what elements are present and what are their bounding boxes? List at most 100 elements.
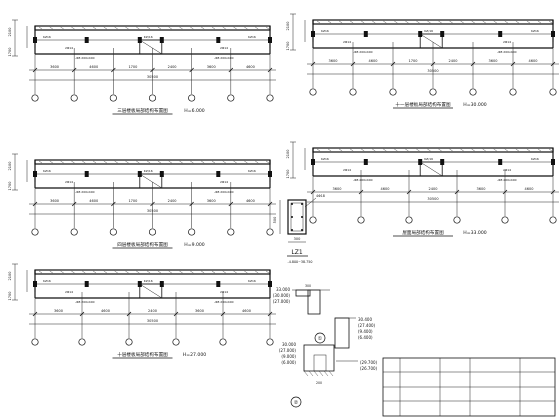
dim-label: 1700 [8, 48, 12, 57]
dim-tick [350, 61, 356, 67]
rebar-note: 4Φ18 [316, 194, 325, 198]
grid-bubble [509, 88, 517, 96]
column [137, 37, 142, 43]
dim-total-label: 30500 [147, 319, 158, 323]
hatch-mark [460, 20, 464, 24]
beam-label: KZ16 [248, 35, 256, 39]
grid-bubble [31, 338, 39, 346]
hatch-mark [316, 20, 321, 24]
grid-bubble [266, 338, 274, 346]
beam-label: KZ16 [248, 169, 256, 173]
hatch-mark [190, 160, 194, 164]
hatch-mark [60, 26, 64, 30]
elevation-label: H=30.000 [463, 102, 486, 108]
hatch-mark [60, 160, 64, 164]
hatch-mark [103, 160, 107, 164]
hatch-mark [394, 20, 398, 24]
hatch-mark [136, 26, 140, 30]
dim-tick [550, 189, 556, 195]
beam-label: 2Φ14 [503, 40, 511, 44]
dim-label: 3600 [329, 59, 338, 63]
dim-label: 1700 [286, 170, 290, 179]
plan-title: 屋面局部结构布置图 [402, 229, 444, 236]
hatch-mark [255, 160, 259, 164]
hatch-mark [103, 26, 107, 30]
grid-bubble [148, 228, 157, 236]
elevation-text: (6.000) [281, 360, 296, 365]
detail-mark-1 [314, 332, 326, 344]
column-name: LZ1 [291, 249, 302, 256]
dim-tick [71, 67, 77, 73]
beam-label: KZ16 [43, 279, 51, 283]
hatch-mark [449, 148, 453, 152]
hatch-mark [526, 148, 531, 152]
hatch-mark [493, 20, 497, 24]
column [33, 281, 37, 287]
dim-total-label: 30500 [147, 209, 158, 213]
section-hatch [328, 370, 334, 377]
hatch-mark [515, 148, 519, 152]
grid-bubble [109, 228, 117, 236]
column [84, 281, 89, 287]
column-section [287, 199, 307, 235]
plan-title: 十一层楼板局部结构布置图 [395, 101, 451, 108]
grid-bubble [453, 216, 461, 224]
hatch-mark [71, 270, 75, 274]
hatch-mark [265, 160, 270, 164]
dim-tick [71, 201, 77, 207]
dim-tick [310, 189, 316, 195]
hatch-mark [82, 270, 86, 274]
stair-opening [419, 33, 443, 49]
hatch-mark [136, 270, 140, 274]
rebar-dot [301, 229, 303, 231]
hatch-mark [493, 148, 497, 152]
hatch-mark [201, 270, 205, 274]
hatch-mark [449, 20, 453, 24]
beam-label: KZ/16 [144, 279, 153, 283]
dim-total-label: 30500 [427, 69, 438, 73]
dim-label: 3600 [477, 187, 486, 191]
hatch-mark [49, 270, 53, 274]
beam-label: 2Φ14 [65, 290, 73, 294]
grid-bubble [266, 228, 274, 236]
grid-bubble [188, 228, 196, 236]
beam-label: KZ/16 [424, 29, 433, 33]
title-block [382, 357, 556, 417]
hatch-mark [265, 26, 270, 30]
column [551, 159, 555, 165]
hatch-mark [350, 20, 354, 24]
dim-tick [267, 201, 273, 207]
hatch-mark [438, 20, 442, 24]
hatch-mark [71, 26, 75, 30]
hatch-mark [265, 270, 270, 274]
hatch-mark [504, 148, 508, 152]
stair-opening [139, 173, 163, 189]
hatch-mark [222, 270, 226, 274]
elevation-text: (27.000) [273, 299, 291, 304]
hatch-mark [427, 148, 431, 152]
grid-bubble [78, 338, 86, 346]
dim-label: 2400 [168, 65, 177, 69]
dim-label: 3600 [489, 59, 498, 63]
column [311, 31, 315, 37]
beam-label: KZ16 [321, 157, 329, 161]
dim-label: 4600 [246, 65, 255, 69]
section-hatch [303, 370, 309, 377]
hatch-mark [416, 20, 420, 24]
section-details: 33.000(30.000)(27.000)300①30.400(27.400)… [273, 284, 378, 408]
hatch-mark [526, 20, 531, 24]
opening-diagonal [420, 161, 443, 177]
column [33, 171, 37, 177]
beam-label: -Φ8 200x400 [75, 56, 95, 60]
detail-mark-text: ② [294, 400, 299, 406]
plan-title: 三层楼板局部结构布置图 [117, 107, 168, 114]
dim-label: 2400 [429, 187, 438, 191]
beam-label: KZ16 [43, 169, 51, 173]
grid-bubble [549, 88, 557, 96]
dim-total-label: 30500 [427, 197, 438, 201]
hatch-mark [125, 160, 129, 164]
column [159, 37, 164, 43]
stair-opening [139, 39, 163, 55]
hatch-mark [168, 160, 172, 164]
hatch-mark [211, 160, 216, 164]
